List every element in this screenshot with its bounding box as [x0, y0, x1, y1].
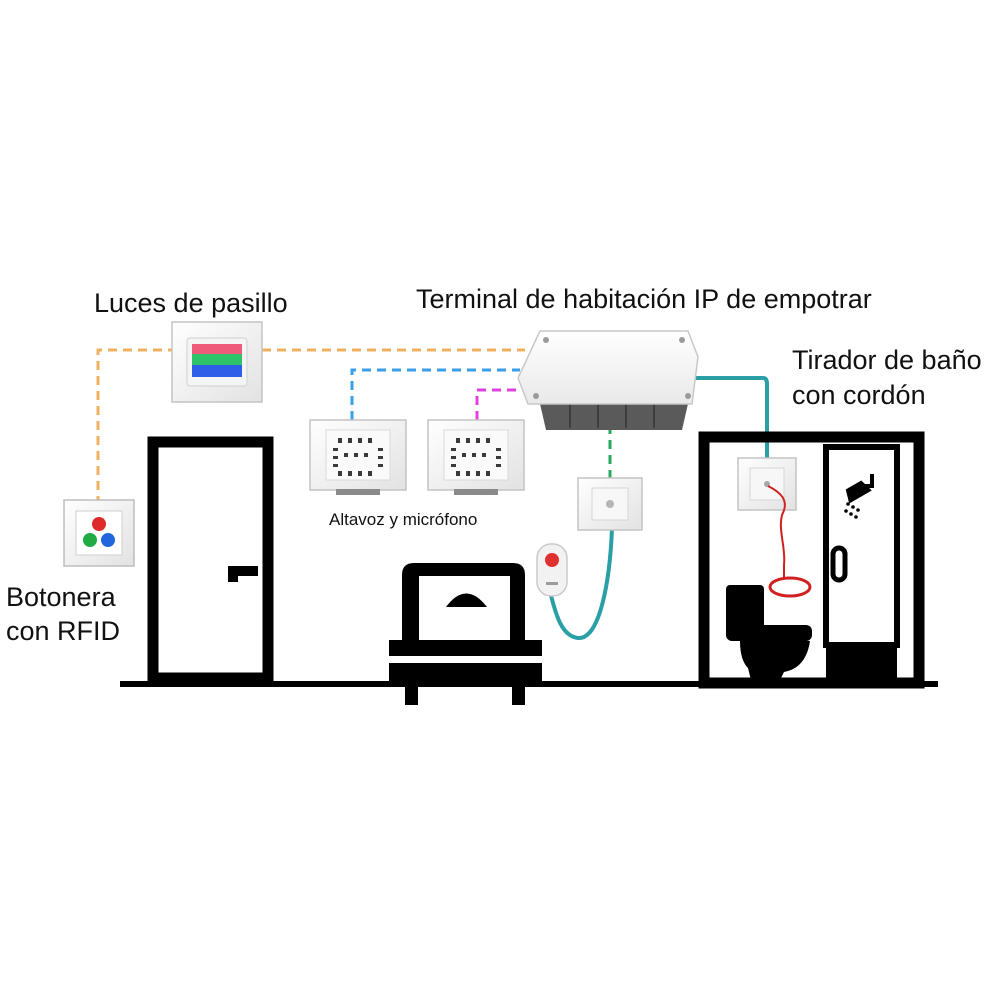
bath-cable	[695, 376, 769, 460]
bed-icon	[389, 563, 542, 705]
speaker-line	[350, 368, 520, 420]
label-keypad-line2: con RFID	[6, 616, 121, 646]
keypad-rfid-device	[63, 499, 135, 567]
label-bath-pull-line2: con cordón	[792, 380, 926, 410]
pull-cord-icon	[767, 485, 812, 598]
microphone-module	[427, 419, 525, 495]
bath-pull-device	[737, 457, 797, 511]
shower-icon	[823, 444, 900, 679]
hall-lights-line	[96, 348, 525, 505]
bathroom-wall	[698, 431, 925, 689]
toilet-icon	[726, 585, 812, 684]
label-speaker-mic: Altavoz y micrófono	[329, 510, 478, 529]
mic-line	[475, 388, 520, 420]
door-icon	[147, 436, 274, 684]
speaker-module	[309, 419, 407, 495]
shower-head-icon	[844, 474, 874, 519]
bed-call-socket	[577, 477, 643, 531]
pendant-cable	[548, 527, 614, 640]
hall-lights-device	[171, 321, 263, 403]
label-keypad-line1: Botonera	[6, 582, 116, 612]
hand-pendant-icon	[536, 543, 568, 597]
room-terminal-device	[517, 330, 699, 430]
label-room-terminal: Terminal de habitación IP de empotrar	[416, 284, 872, 314]
label-bath-pull-line1: Tirador de baño	[792, 345, 982, 375]
label-hall-lights: Luces de pasillo	[94, 288, 288, 318]
